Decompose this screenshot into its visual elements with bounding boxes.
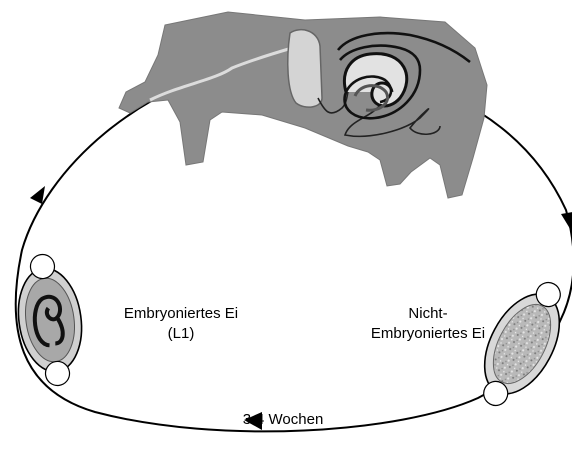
nonembryonated-egg-label-line2: Embryoniertes Ei [348, 324, 508, 344]
nonembryonated-egg [463, 269, 572, 418]
arrow-up-left [30, 186, 45, 204]
duration-label: 3-4 Wochen [188, 410, 378, 430]
embryonated-egg-label: Embryoniertes Ei (L1) [98, 304, 264, 344]
embryonated-egg-label-line1: Embryoniertes Ei [98, 304, 264, 324]
nonembryonated-egg-label-line1: Nicht- [348, 304, 508, 324]
embryonated-egg-label-line2: (L1) [98, 324, 264, 344]
stomach [288, 30, 322, 107]
nonembryonated-egg-label: Nicht- Embryoniertes Ei [348, 304, 508, 344]
arrow-down-right [561, 212, 572, 232]
embryonated-egg [10, 250, 90, 389]
